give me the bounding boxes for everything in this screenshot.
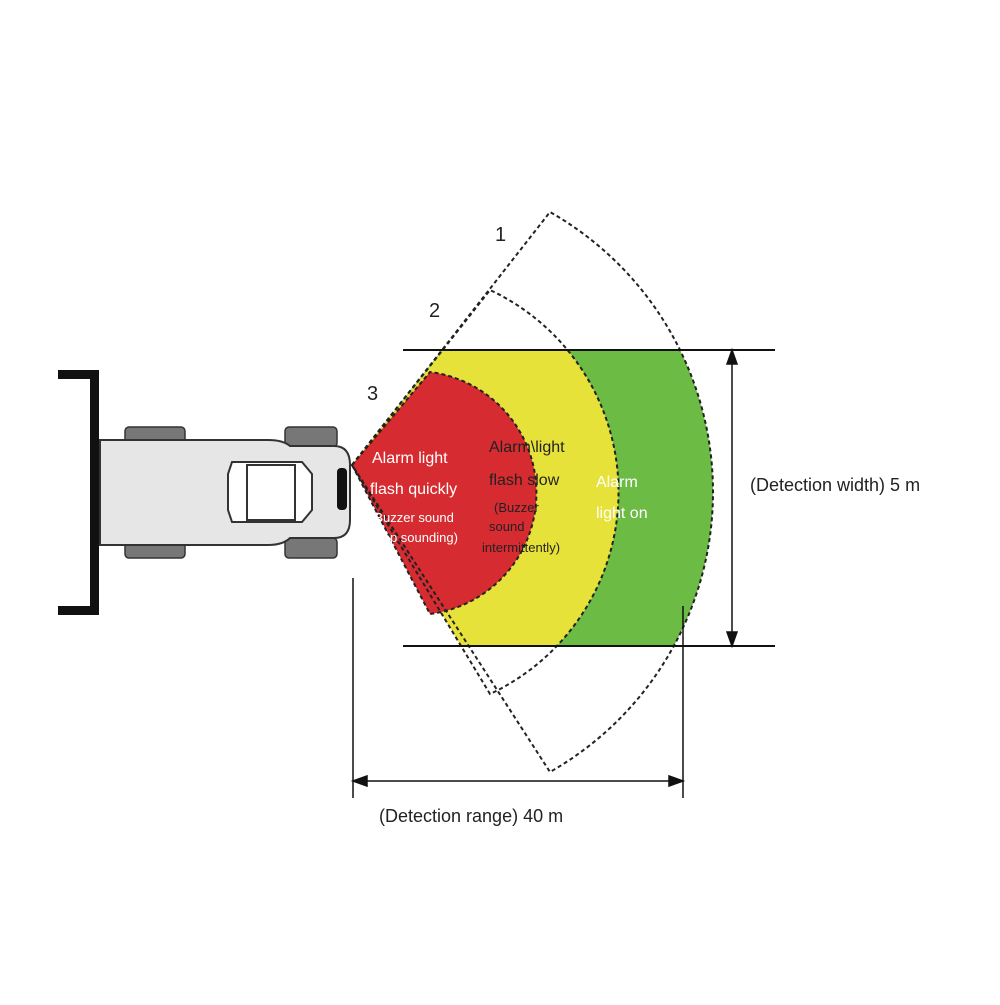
middle-zone-label-3: (Buzzer xyxy=(494,500,539,515)
middle-zone-label-1: Alarm\light xyxy=(489,439,565,456)
sector-3-outline xyxy=(350,370,538,616)
inner-zone-label-2: flash quickly xyxy=(370,481,457,498)
inner-zone-label-4: keep sounding) xyxy=(369,530,458,545)
middle-zone-label-4: sound xyxy=(489,519,524,534)
wheel-front-bottom xyxy=(284,537,338,559)
detection-range-label: (Detection range) 40 m xyxy=(379,806,563,826)
outer-zone-label-2: light on xyxy=(596,505,648,522)
inner-zone-fill xyxy=(352,372,537,614)
inner-zone-label-3: (Buzzer sound xyxy=(370,510,454,525)
sector-1-outline xyxy=(350,210,714,774)
zone-number-1: 1 xyxy=(495,224,506,246)
outer-zone-label-1: Alarm xyxy=(596,474,638,491)
zone-number-3: 3 xyxy=(367,383,378,405)
detection-width-label: (Detection width) 5 m xyxy=(750,475,920,495)
middle-zone-label-2: flash slow xyxy=(489,472,560,489)
zone-number-2: 2 xyxy=(429,300,440,322)
range-dimension-arrow xyxy=(350,774,686,788)
sector-2-outline xyxy=(350,288,620,696)
sensor-icon xyxy=(337,468,347,510)
sector-outlines xyxy=(350,210,714,774)
forklift-icon xyxy=(58,370,351,615)
wheel-front-top xyxy=(284,426,338,448)
forklift-seat xyxy=(246,464,296,521)
width-dimension-arrow xyxy=(725,347,739,649)
inner-zone-label-1: Alarm light xyxy=(372,450,448,467)
zone-fills xyxy=(352,350,713,646)
middle-zone-label-5: intermittently) xyxy=(482,540,560,555)
